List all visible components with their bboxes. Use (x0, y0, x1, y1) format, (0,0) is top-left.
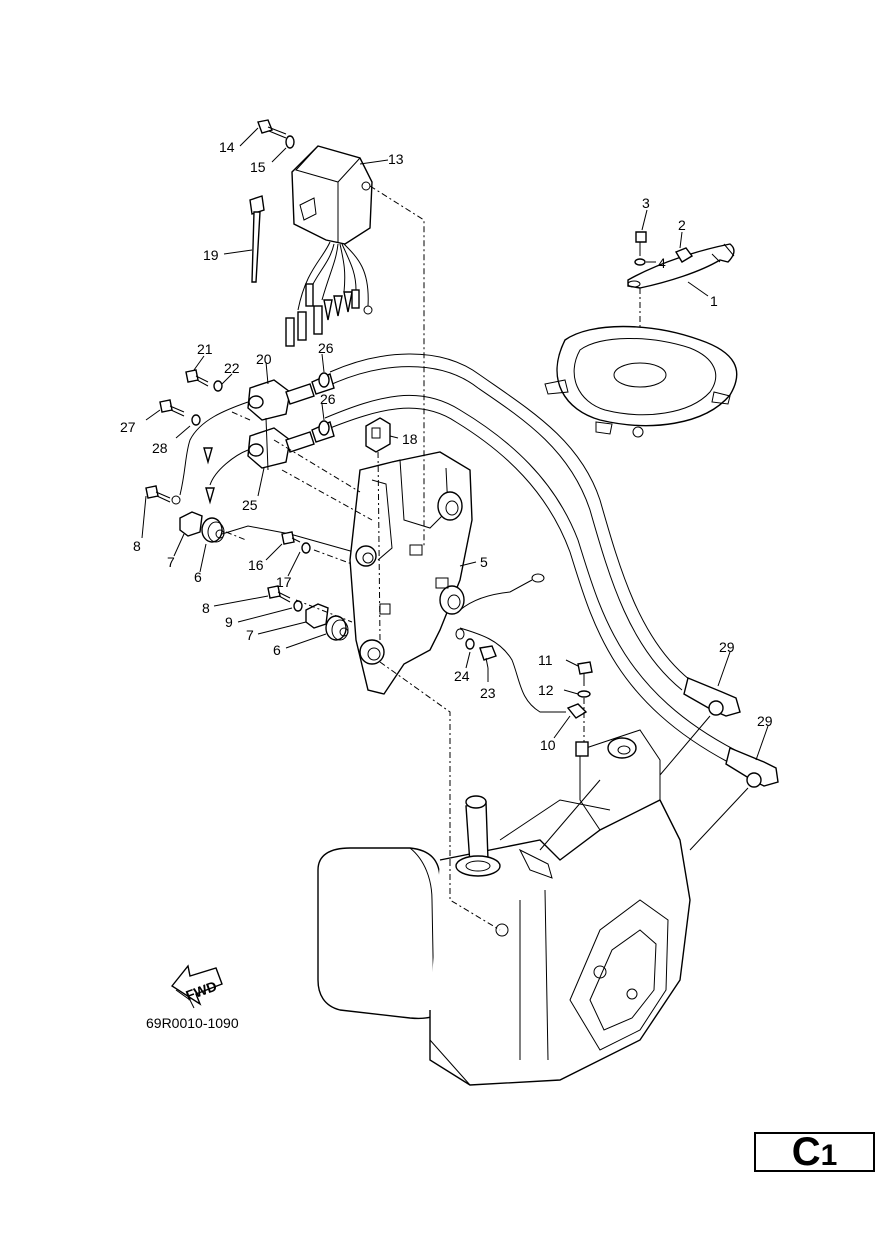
page-code-letter: C (791, 1130, 821, 1174)
callout-20: 20 (256, 351, 272, 367)
callout-7-lower: 7 (246, 627, 254, 643)
callout-21: 21 (197, 341, 213, 357)
callout-24: 24 (454, 668, 470, 684)
callout-17: 17 (276, 574, 292, 590)
callout-6-lower: 6 (273, 642, 281, 658)
callout-29-upper: 29 (719, 639, 735, 655)
ground-lead-fasteners (566, 661, 593, 744)
callout-2: 2 (678, 217, 686, 233)
bracket-bolt-washer (465, 638, 497, 669)
callout-26-lower: 26 (320, 391, 336, 407)
callout-8-upper: 8 (133, 538, 141, 554)
callout-11: 11 (538, 652, 553, 668)
cdi-bolt-washer (257, 119, 295, 149)
callout-19: 19 (203, 247, 219, 263)
callout-28: 28 (152, 440, 168, 456)
pulser-plate-assembly (544, 231, 738, 438)
cdi-unit (285, 145, 373, 347)
callout-1: 1 (710, 293, 718, 309)
callout-14: 14 (219, 139, 235, 155)
callout-23: 23 (480, 685, 496, 701)
page-code-number: 1 (820, 1139, 838, 1172)
engine-block (317, 729, 691, 1086)
callout-13: 13 (388, 151, 404, 167)
callout-numbers: 1 2 3 4 5 6 6 7 7 8 8 9 10 11 12 13 14 1… (120, 139, 773, 753)
remote-control-cables (324, 353, 779, 851)
cable-tie (249, 195, 265, 283)
callout-8-lower: 8 (202, 600, 210, 616)
callout-3: 3 (642, 195, 650, 211)
callout-22: 22 (224, 360, 240, 376)
callout-15: 15 (250, 159, 266, 175)
small-fasteners-left (145, 369, 223, 503)
callout-27: 27 (120, 419, 136, 435)
callout-29-lower: 29 (757, 713, 773, 729)
electrical-bracket (349, 451, 566, 713)
callout-18: 18 (402, 431, 418, 447)
callout-9: 9 (225, 614, 233, 630)
callout-5: 5 (480, 554, 488, 570)
assembly-lines (225, 185, 451, 860)
callout-10: 10 (540, 737, 556, 753)
callout-4: 4 (658, 255, 666, 271)
callout-leaders (141, 127, 769, 761)
callout-16: 16 (248, 557, 264, 573)
clip-bracket (365, 417, 391, 453)
small-fasteners-mid (267, 531, 311, 612)
callout-7-upper: 7 (167, 554, 175, 570)
callout-6-upper: 6 (194, 569, 202, 585)
fwd-arrow-icon: FWD (170, 964, 223, 1009)
grommets (179, 511, 355, 641)
cable-joints (171, 372, 335, 505)
page-code-box: C1 (754, 1132, 875, 1172)
callout-25: 25 (242, 497, 258, 513)
figure-code: 69R0010-1090 (146, 1015, 239, 1031)
callout-26-upper: 26 (318, 340, 334, 356)
callout-12: 12 (538, 682, 554, 698)
